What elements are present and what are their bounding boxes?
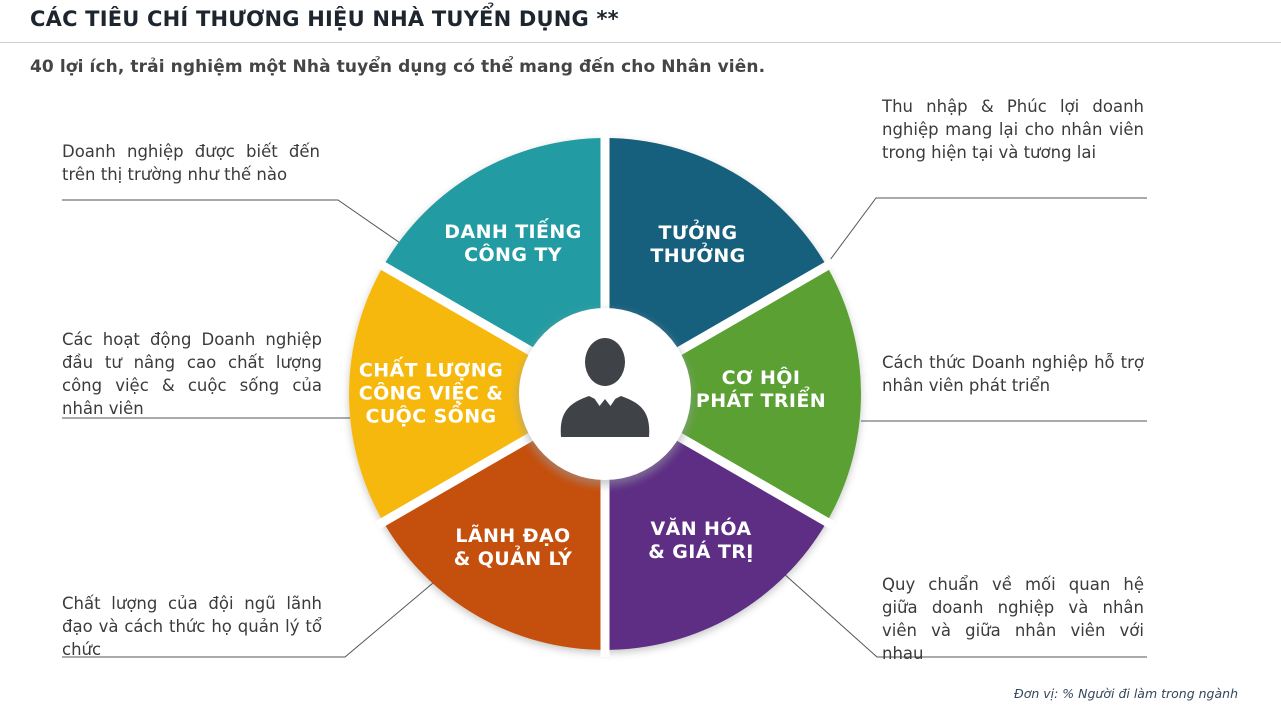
segment-label-co-hoi: CƠ HỘI PHÁT TRIỂN: [695, 367, 827, 412]
callout-tuong-thuong: Thu nhập & Phúc lợi doanh nghiệp mang lạ…: [882, 97, 1144, 162]
connector-van-hoa: [782, 572, 1147, 658]
callout-danh-tieng: Doanh nghiệp được biết đến trên thị trườ…: [62, 142, 320, 184]
connector-lanh-dao: [62, 582, 434, 658]
connector-danh-tieng: [62, 199, 404, 246]
wheel-segment-co-hoi: [605, 266, 861, 522]
segment-label-tuong-thuong: TƯỞNG THƯỞNG: [650, 222, 746, 267]
segment-label-danh-tieng: DANH TIẾNG CÔNG TY: [444, 221, 582, 266]
callout-lanh-dao: Chất lượng của đội ngũ lãnh đạo và cách …: [62, 594, 322, 659]
callout-van-hoa: Quy chuẩn về mối quan hệ giữa doanh nghi…: [882, 575, 1144, 663]
page-title: CÁC TIÊU CHÍ THƯƠNG HIỆU NHÀ TUYỂN DỤNG …: [30, 7, 619, 31]
connector-tuong-thuong: [826, 197, 1147, 265]
person-icon: [560, 338, 650, 437]
wheel-segment-chat-luong: [349, 266, 605, 522]
callout-chat-luong: Các hoạt động Doanh nghiệp đầu tư nâng c…: [62, 330, 322, 418]
callout-co-hoi: Cách thức Doanh nghiệp hỗ trợ nhân viên …: [882, 353, 1144, 395]
page-subtitle: 40 lợi ích, trải nghiệm một Nhà tuyển dụ…: [30, 57, 766, 77]
segment-label-van-hoa: VĂN HÓA & GIÁ TRỊ: [648, 518, 754, 563]
segment-label-lanh-dao: LÃNH ĐẠO & QUẢN LÝ: [453, 525, 573, 570]
segment-label-chat-luong: CHẤT LƯỢNG CÔNG VIỆC & CUỘC SỐNG: [358, 359, 504, 428]
wheel-center: [517, 308, 693, 486]
title-divider: [0, 42, 1281, 43]
footer-unit-note: Đơn vị: % Người đi làm trong ngành: [1014, 686, 1238, 701]
callout-connectors: [62, 197, 1147, 658]
